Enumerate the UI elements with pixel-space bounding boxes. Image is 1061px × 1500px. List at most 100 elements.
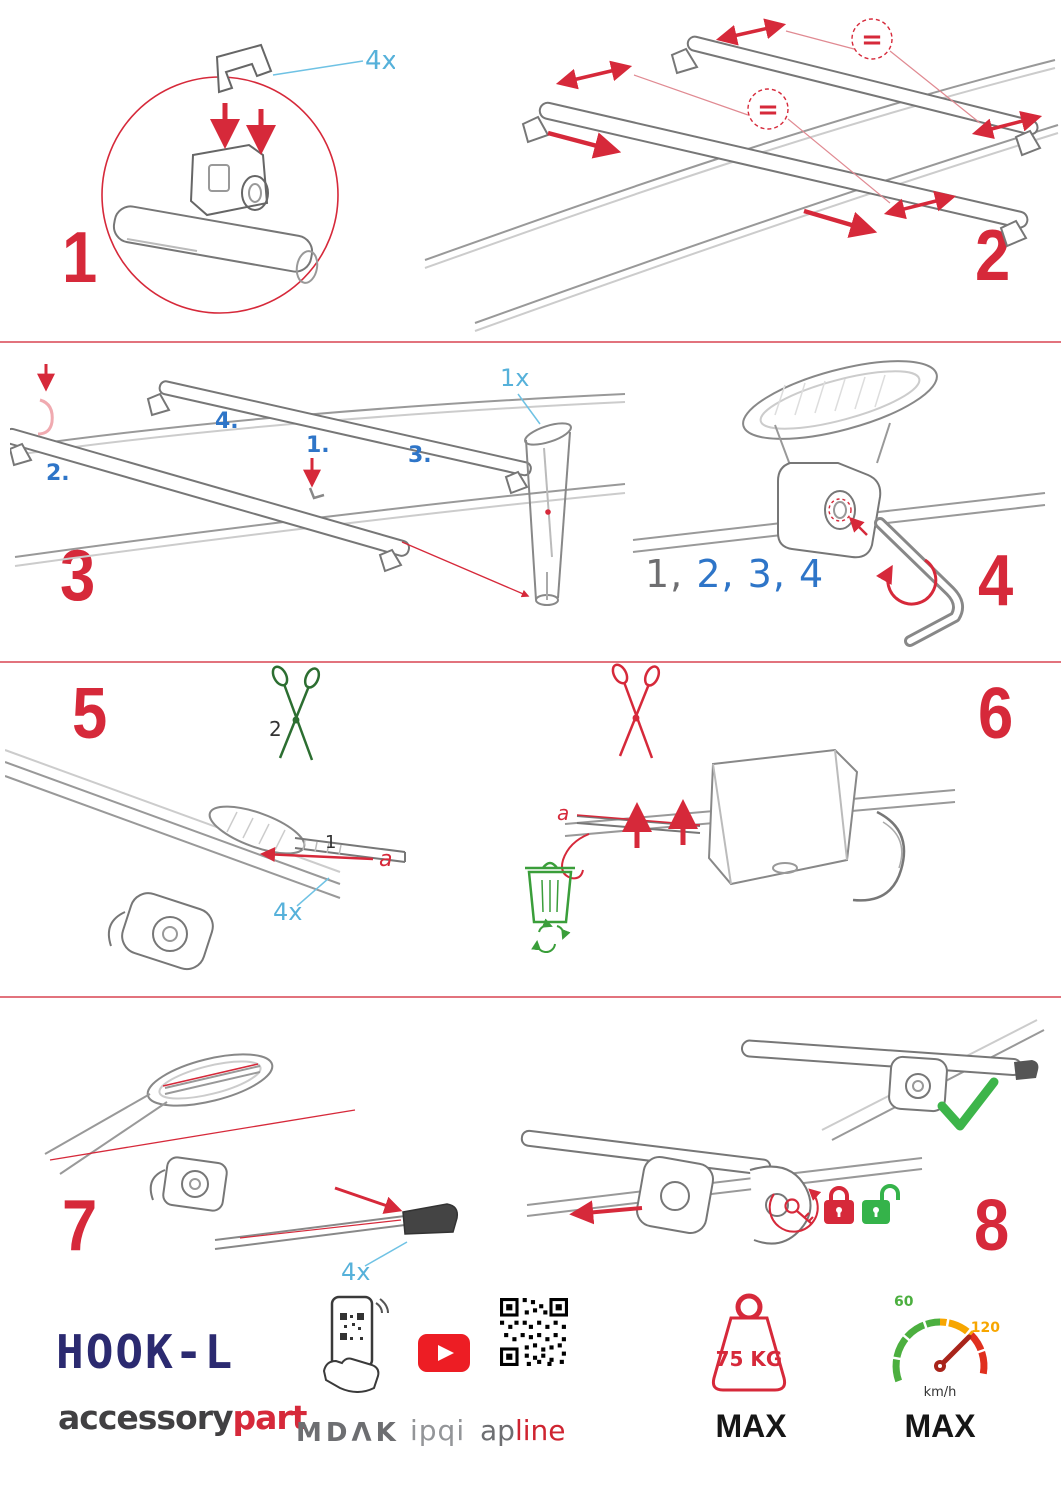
trash-icon: [525, 861, 575, 953]
phone-qr-icon: [310, 1293, 390, 1397]
bar-end-cap: [1014, 1060, 1039, 1080]
rear-crossbar: [670, 35, 1042, 157]
crossbar-profile: [112, 205, 319, 284]
allen-key: [874, 517, 965, 647]
speed-tick-low: 60: [894, 1294, 914, 1310]
bolt-pointer-arrow: [848, 516, 868, 536]
section-divider-3: [0, 996, 1061, 998]
equal-badge-top: [851, 18, 893, 60]
step5-label-2: 2: [269, 717, 282, 741]
speed-max-label: MAX: [904, 1408, 976, 1444]
hex-key-mini: [308, 487, 325, 500]
step-7-number: 7: [62, 1186, 98, 1266]
padlock-open-icon: [862, 1184, 900, 1224]
equal-distance-arrows: [555, 18, 1043, 220]
rubber-strip: [294, 837, 406, 863]
qr-modules: [500, 1298, 566, 1366]
clamp-under-rail: [107, 892, 214, 971]
brand-red-part: part: [232, 1398, 308, 1437]
step-7-illustration: 4x: [15, 1002, 495, 1306]
step-4-illustration: [625, 345, 1055, 659]
bolt-dot: [545, 509, 551, 515]
speed-tick-high: 120: [971, 1320, 1000, 1336]
hook-clamp: [852, 810, 906, 902]
sequence-first: 1,: [645, 552, 684, 596]
qty-leader-line: [296, 877, 330, 907]
insert-arrows: [210, 103, 276, 155]
clamp-body: [189, 143, 269, 217]
section-divider-2: [0, 661, 1061, 663]
strip-direction-arrow: [260, 847, 374, 863]
step-1-number: 1: [62, 218, 98, 298]
step-4-number: 4: [978, 541, 1014, 621]
rotate-arrow: [876, 558, 938, 606]
step-8-illustration: [492, 1000, 1052, 1304]
end-cap: [402, 1203, 459, 1235]
slide-left-arrow: [569, 1200, 643, 1225]
label-3: 3.: [408, 443, 432, 468]
equal-sign-mid: =: [757, 95, 779, 125]
step5-qty-label: 4x: [273, 898, 302, 926]
step-8-number: 8: [974, 1186, 1010, 1266]
step6-label-a: a: [557, 801, 569, 825]
step-5-number: 5: [72, 674, 108, 754]
order-labels: 4. 1. 3. 2.: [46, 409, 432, 486]
brand-logo: accessorypart: [58, 1398, 308, 1437]
speedometer-icon: 60 120 km/h: [878, 1288, 1002, 1408]
step-3-number: 3: [60, 536, 96, 616]
step-5-illustration: 2 1 a 4x: [4, 662, 445, 996]
step5-label-a: a: [379, 847, 392, 872]
label-2: 2.: [46, 461, 70, 486]
brand-gray-part: accessory: [58, 1398, 234, 1437]
lock-detail: [520, 1129, 923, 1245]
product-name: HOOK-L: [56, 1325, 235, 1379]
bar-top-view: [742, 360, 938, 466]
step-2-illustration: = =: [420, 5, 1060, 339]
step7-qty-label: 4x: [341, 1258, 370, 1286]
sequence-rest: 2, 3, 4: [683, 552, 825, 596]
rail-edge: [4, 749, 341, 899]
mounted-bar-check: [740, 1019, 1045, 1141]
step-3-illustration: 4. 1. 3. 2. 1x: [3, 352, 630, 656]
step5-label-1: 1: [325, 832, 336, 853]
youtube-icon: [418, 1334, 470, 1376]
weight-max-label: MAX: [715, 1408, 787, 1444]
push-up-arrows: [622, 799, 698, 848]
equal-badge-mid: [747, 88, 789, 130]
step-6-number: 6: [978, 674, 1014, 754]
step4-sequence: 1, 2, 3, 4: [645, 552, 824, 596]
gauge-needle: [937, 1334, 972, 1369]
dimension-leaders: [633, 30, 981, 204]
checkmark-icon: [937, 1077, 999, 1131]
qty-leader-line: [272, 60, 364, 76]
clamp-body: [777, 462, 882, 559]
rear-crossbar: [146, 380, 532, 495]
strip-in-opening: [162, 1063, 261, 1095]
scissors-icon: [271, 665, 321, 761]
clamp-below: [149, 1156, 228, 1212]
step-1-illustration: 4x: [75, 25, 397, 329]
bolt-highlight: [828, 498, 852, 522]
label-4: 4.: [215, 409, 239, 434]
weight-value: 75 KG: [716, 1347, 783, 1371]
padlock-locked-icon: [824, 1186, 854, 1224]
logo-mdak: MDΛK: [296, 1418, 400, 1448]
qr-code: [500, 1298, 568, 1370]
ghost-part: [37, 398, 54, 436]
alignment-line: [49, 1109, 356, 1161]
front-crossbar: [3, 427, 411, 573]
leg-pointer-line: [401, 541, 530, 598]
step1-qty-label: 4x: [365, 46, 395, 76]
gauge-ticks: [890, 1316, 988, 1361]
qty-leader-line: [517, 393, 541, 425]
logo-line-part: line: [514, 1414, 566, 1447]
label-1: 1.: [306, 433, 330, 458]
support-leg: [524, 422, 572, 606]
key-icon: [768, 1188, 822, 1233]
step-6-illustration: a: [485, 662, 965, 976]
speed-unit: km/h: [924, 1385, 957, 1400]
logo-apline: apline: [480, 1414, 565, 1447]
hook-bracket: [215, 43, 273, 94]
max-weight-icon: 75 KG: [693, 1292, 805, 1404]
